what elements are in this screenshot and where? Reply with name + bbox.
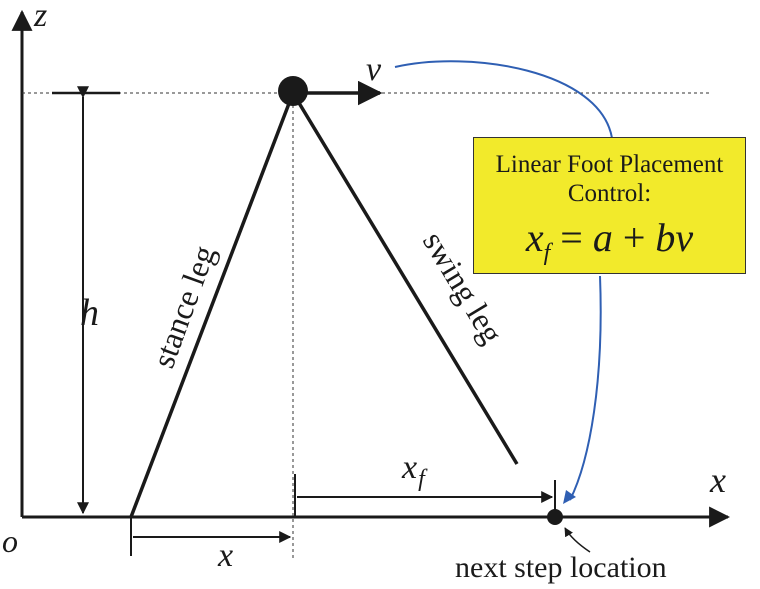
velocity-label: v [366,51,382,88]
control-equation: xf = a + bv [525,215,694,266]
hip-mass [278,76,308,106]
control-flow-arrowhead [563,490,576,504]
control-box-subtitle: Control: [567,180,652,207]
height-label: h [80,292,99,334]
position-label: x [217,537,233,574]
origin-label: o [2,523,18,559]
z-axis-label: z [33,0,47,34]
next-step-dot [547,509,563,525]
stance-leg-line [129,92,295,518]
foot-offset-label: xf [401,449,428,492]
control-box-title: Linear Foot Placement [495,151,724,178]
next-step-pointer [564,527,591,553]
x-axis-label: x [709,460,726,500]
linear-foot-placement-control-box: Linear Foot Placement Control: xf = a + … [473,137,746,274]
swing-leg-line [291,92,519,465]
control-flow-arrow [394,60,613,501]
next-step-label: next step location [455,551,667,584]
